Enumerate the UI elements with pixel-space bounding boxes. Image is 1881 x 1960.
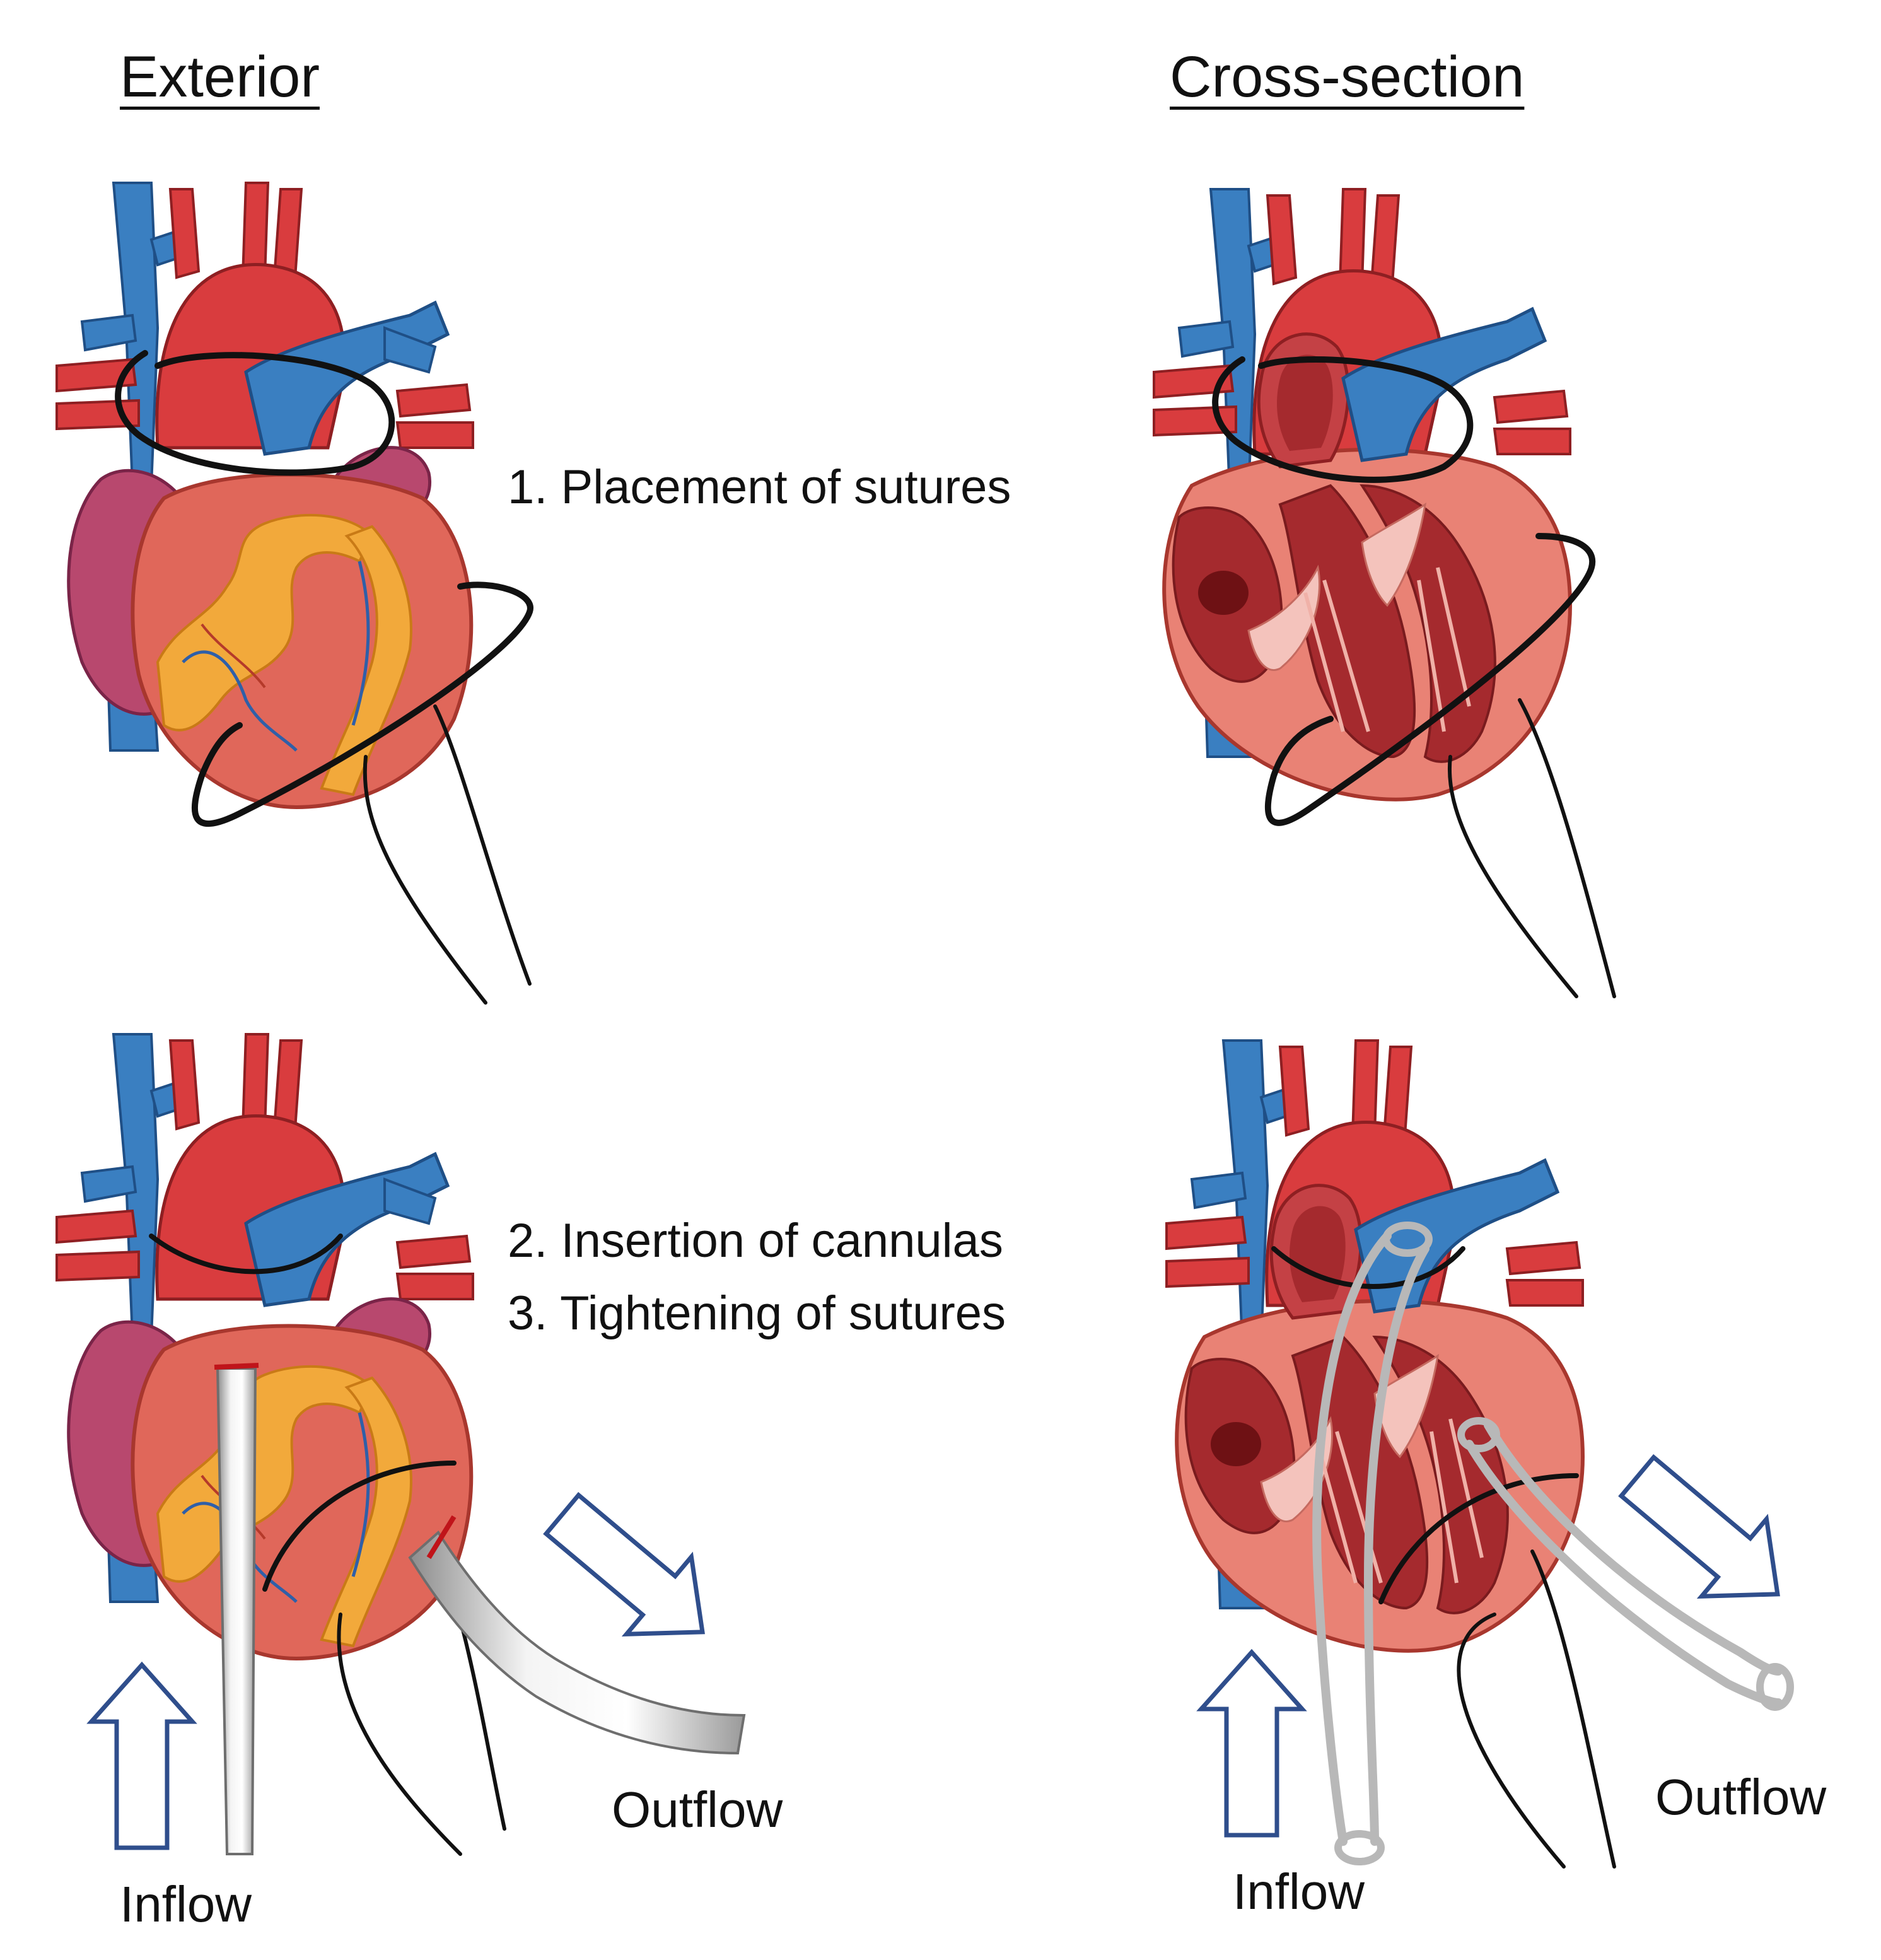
inflow-label-exterior: Inflow — [120, 1876, 252, 1932]
heart-cross-section-bottom — [1167, 1041, 1583, 1651]
outflow-cannula-exterior — [408, 1530, 746, 1755]
suture-ventricular-loop-cross-top — [1264, 533, 1596, 826]
suture-atrial-tight-exterior — [149, 1234, 343, 1275]
outflow-cannula-seal-exterior — [426, 1515, 457, 1560]
suture-ventricular-loop-exterior-top — [191, 581, 533, 827]
inflow-cannula-top-opening — [1382, 1222, 1433, 1257]
outflow-label-exterior: Outflow — [612, 1782, 783, 1838]
step-insertion-of-cannulas: 2. Insertion of cannulas — [508, 1214, 1003, 1268]
heart-exterior-bottom — [57, 1034, 473, 1659]
inflow-cannula-cross — [1312, 1232, 1430, 1846]
heading-exterior: Exterior — [120, 45, 320, 109]
outflow-cannula-inner-opening — [1457, 1417, 1500, 1452]
suture-atrial-loop-exterior-top — [115, 350, 395, 476]
suture-atrial-tight-cross — [1271, 1246, 1465, 1289]
inflow-cannula-seal-exterior — [214, 1363, 259, 1370]
inflow-cannula-exterior — [216, 1367, 257, 1855]
suture-tails-exterior-top — [363, 704, 532, 1005]
suture-ventricular-tight-exterior — [262, 1461, 457, 1592]
heading-cross-section: Cross-section — [1170, 45, 1525, 109]
step-placement-of-sutures: 1. Placement of sutures — [508, 460, 1011, 514]
suture-tails-cross-top — [1448, 698, 1616, 998]
suture-tails-cross-bottom — [1457, 1549, 1616, 1869]
outflow-arrow-cross — [1605, 1438, 1810, 1633]
suture-ventricular-tight-cross — [1378, 1473, 1579, 1604]
heart-cross-section-top — [1154, 189, 1570, 800]
inflow-label-cross: Inflow — [1233, 1864, 1365, 1920]
suture-atrial-loop-cross-top — [1212, 356, 1474, 483]
outflow-cannula-outer-opening — [1756, 1663, 1794, 1711]
inflow-arrow-cross — [1201, 1652, 1302, 1835]
outflow-arrow-exterior — [530, 1476, 735, 1671]
outflow-label-cross: Outflow — [1655, 1769, 1827, 1825]
inflow-arrow-exterior — [91, 1665, 192, 1848]
inflow-cannula-bottom-opening — [1334, 1830, 1385, 1865]
step-tightening-of-sutures: 3. Tightening of sutures — [508, 1286, 1006, 1340]
